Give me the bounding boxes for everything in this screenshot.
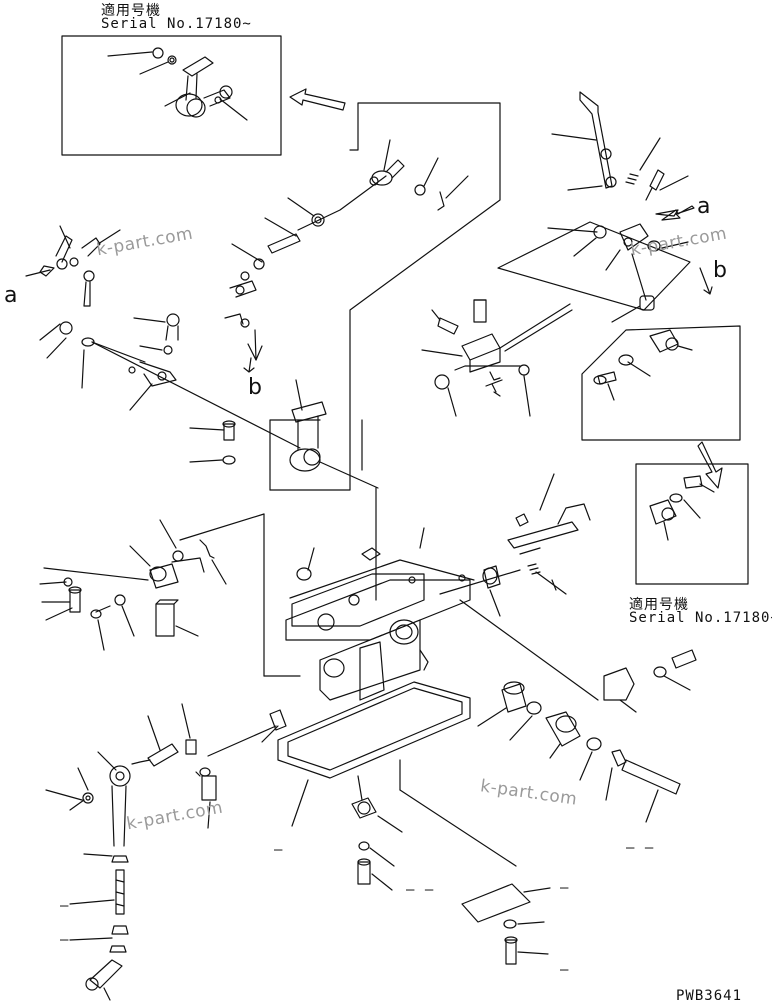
detail-part-bottom-right [649,475,715,541]
detail-box-bottom-right [635,463,749,585]
bracket-box-right [581,325,741,441]
lever-center [421,299,573,417]
shaft-assembly-right [477,473,697,823]
control-box [285,527,475,701]
detail-box-top-left [61,35,282,156]
applicable-title-right: 適用号機 [629,597,689,613]
linkage-left [224,280,327,472]
arrow-b-left [699,267,713,295]
dash-mark-4: – [60,898,70,914]
bolts-center-left [189,420,236,465]
parts-left-lower [39,519,227,651]
bracket-part-right [593,329,693,401]
gasket [277,681,471,827]
callout-a-right: a [697,194,712,219]
dash-mark-6: – [560,880,570,896]
drawing-code: PWB3641 [676,988,743,1004]
cable-assembly-right [551,91,689,323]
applicable-title-top: 適用号機 [101,3,161,19]
cable-assembly-center [231,139,469,281]
linkage-far-left [25,225,301,449]
dash-mark-1: – [274,842,284,858]
dash-mark-5: – [60,932,70,948]
serial-number-right: Serial No.17180~ [629,610,772,626]
dash-mark-2: – – [406,882,435,898]
bracket-plate-right [497,221,691,311]
callout-a-left: a [4,283,19,308]
dash-mark-7: – [560,962,570,978]
arrow-down-right [697,441,723,489]
rod-assembly-left [45,703,287,1001]
arrow-to-top-box [289,88,346,111]
callout-b-right: b [713,258,728,283]
serial-number-top: Serial No.17180~ [101,16,252,32]
callout-b-left: b [248,375,263,400]
parts-center-bottom [351,797,551,965]
detail-part-top-left [107,47,248,121]
dash-mark-3: – – [626,840,655,856]
arrow-a-right [661,205,695,221]
